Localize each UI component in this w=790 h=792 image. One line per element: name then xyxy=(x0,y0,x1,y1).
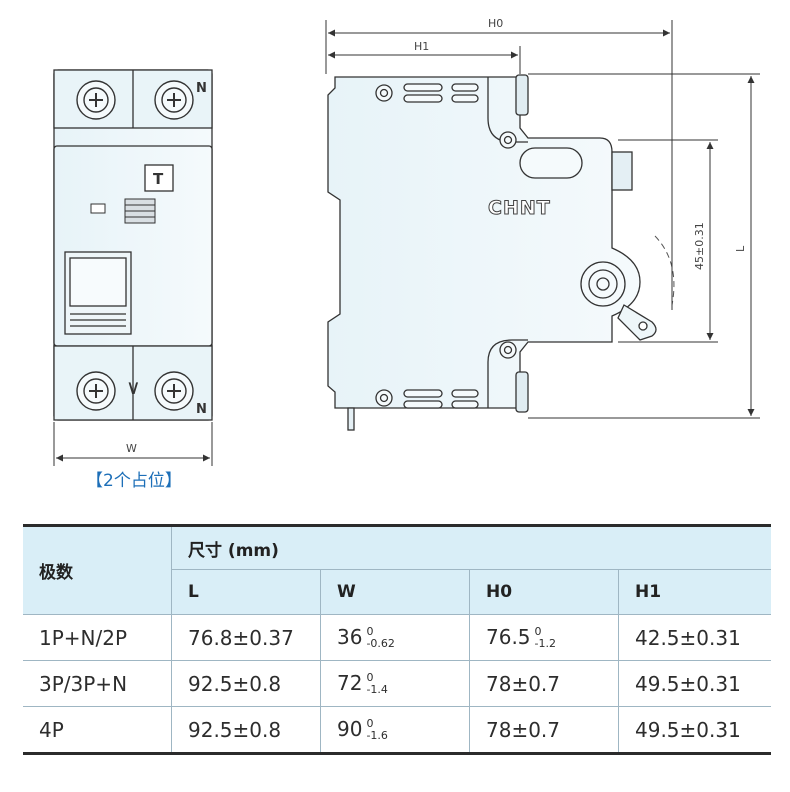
col-header-w: W xyxy=(320,569,470,615)
cell-poles: 1P+N/2P xyxy=(23,614,172,661)
reset-grip xyxy=(124,198,156,224)
h1-label: H1 xyxy=(414,40,429,53)
cell-h1: 49.5±0.31 xyxy=(618,706,771,755)
cell-poles: 4P xyxy=(23,706,172,755)
length-label: L xyxy=(734,245,747,252)
size-header: 尺寸 (mm) xyxy=(171,524,771,570)
terminal-n-bottom: N xyxy=(196,402,207,417)
handle-tab xyxy=(617,304,657,341)
width-label: W xyxy=(126,442,137,455)
front-view xyxy=(53,69,213,421)
h0-label: H0 xyxy=(488,17,503,30)
cell-poles: 3P/3P+N xyxy=(23,660,172,707)
handle-arc xyxy=(654,235,675,306)
test-button xyxy=(144,164,174,192)
cell-h0: 78±0.7 xyxy=(469,660,619,707)
dimension-table: 极数 尺寸 (mm) L W H0 H1 1P+N/2P 76.8±0.37 3… xyxy=(23,524,771,755)
test-button-label: T xyxy=(153,170,164,188)
cell-l: 92.5±0.8 xyxy=(171,706,321,755)
col-header-h1: H1 xyxy=(618,569,771,615)
poles-header: 极数 xyxy=(23,524,172,615)
side-view xyxy=(327,74,641,431)
col-header-h0: H0 xyxy=(469,569,619,615)
screw-cross xyxy=(89,93,181,398)
terminal-n-top: N xyxy=(196,81,207,96)
brand-logo: CHNT xyxy=(488,197,551,219)
cell-l: 76.8±0.37 xyxy=(171,614,321,661)
side-rivets xyxy=(375,84,626,407)
indicator-window xyxy=(90,203,106,214)
cell-h0: 78±0.7 xyxy=(469,706,619,755)
slot-caption: 【2个占位】 xyxy=(86,471,182,491)
pitch-label: 45±0.31 xyxy=(693,222,706,270)
toggle-lever xyxy=(64,251,132,335)
cell-h1: 42.5±0.31 xyxy=(618,614,771,661)
vent-slots xyxy=(403,83,479,409)
cell-h1: 49.5±0.31 xyxy=(618,660,771,707)
direction-arrow: ∨ xyxy=(126,375,141,399)
col-header-l: L xyxy=(171,569,321,615)
breaker-dimension-drawing: N N T ∨ W xyxy=(53,17,760,466)
cell-l: 92.5±0.8 xyxy=(171,660,321,707)
